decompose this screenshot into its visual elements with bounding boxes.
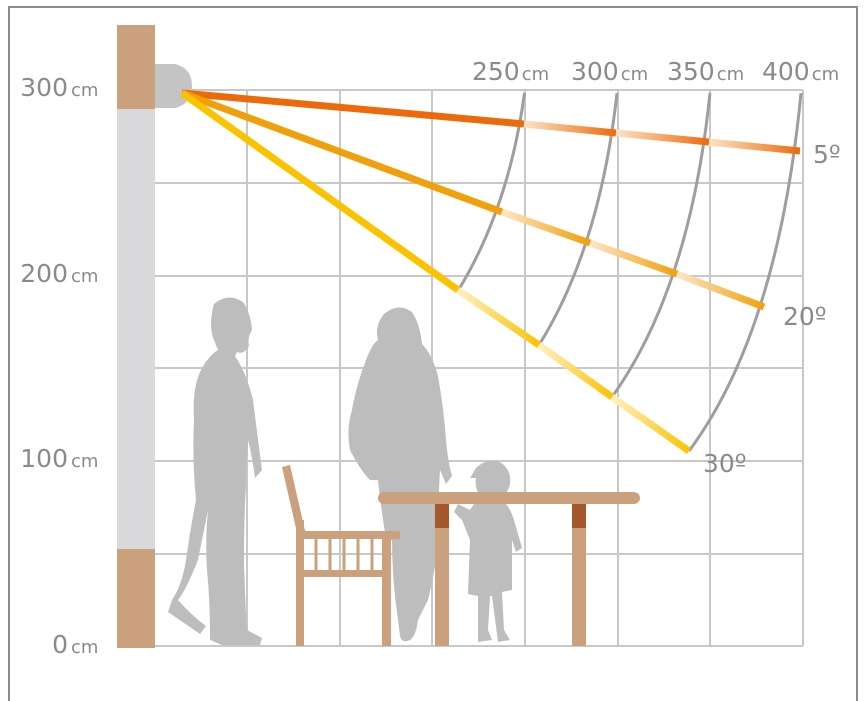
wall-top-wood [117, 25, 155, 109]
height-axis-labels: 300 cm 200 cm 100 cm 0 cm [20, 73, 98, 659]
man-silhouette [168, 297, 262, 645]
angle-label-30: 30º [703, 449, 747, 478]
beam-30deg [179, 90, 692, 454]
wall [117, 25, 155, 648]
angle-label-20: 20º [783, 302, 827, 331]
height-unit-300: cm [71, 80, 98, 101]
height-label-200: 200 [20, 259, 68, 288]
outer-frame [8, 6, 858, 701]
beam-5deg [181, 89, 801, 155]
height-label-0: 0 [52, 630, 68, 659]
height-label-300: 300 [20, 73, 68, 102]
height-unit-200: cm [71, 266, 98, 287]
wall-plaster [117, 109, 155, 549]
height-unit-0: cm [71, 637, 98, 658]
arc-400 [687, 92, 803, 452]
child-silhouette [454, 460, 522, 642]
table-leg-right [572, 504, 586, 646]
beams [179, 89, 801, 454]
table [378, 492, 640, 646]
wall-bottom-wood [117, 549, 155, 648]
chair [282, 465, 400, 646]
angle-labels: 5º 20º 30º [703, 140, 841, 478]
chair-slats [314, 539, 374, 570]
table-leg-left [435, 504, 449, 646]
table-top [378, 492, 640, 504]
woman-silhouette [348, 307, 452, 642]
heater-unit [155, 64, 192, 108]
beam-20deg [180, 89, 766, 311]
height-label-100: 100 [20, 444, 68, 473]
height-unit-100: cm [71, 451, 98, 472]
angle-label-5: 5º [813, 140, 841, 169]
